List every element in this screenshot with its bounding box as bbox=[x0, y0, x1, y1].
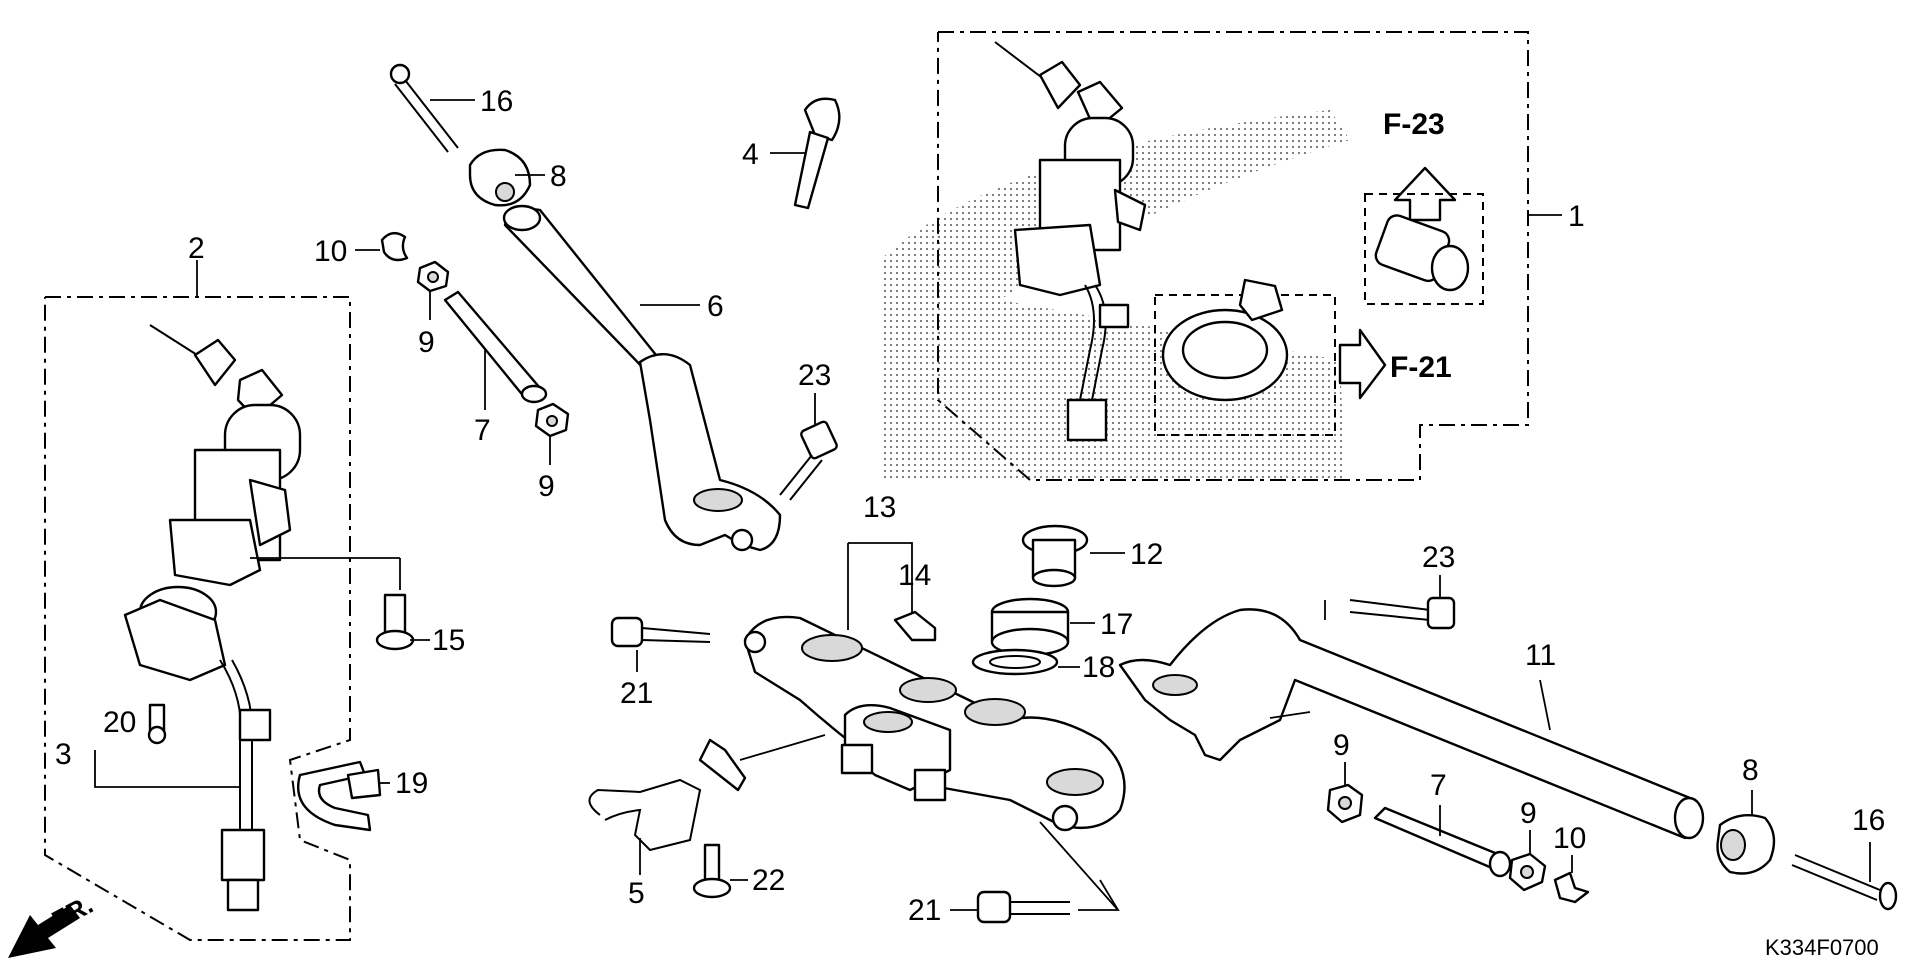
group-box-1 bbox=[937, 31, 1562, 481]
handlebar-6-left bbox=[502, 204, 782, 552]
label-part-17: 17 bbox=[1100, 608, 1133, 641]
bar-end-weight-8-right bbox=[1716, 790, 1776, 875]
label-part-21a: 21 bbox=[620, 677, 653, 710]
label-part-20: 20 bbox=[103, 706, 136, 739]
bolt-23-left bbox=[779, 393, 838, 501]
plate-14 bbox=[893, 610, 937, 642]
cap-12 bbox=[1021, 524, 1125, 588]
bolt-16-right bbox=[1791, 842, 1898, 911]
label-part-10a: 10 bbox=[314, 235, 347, 268]
screw-20 bbox=[147, 703, 167, 745]
bolt-23-right bbox=[1349, 575, 1456, 630]
nut-9-left-a bbox=[416, 260, 450, 320]
key-4 bbox=[770, 97, 841, 210]
label-part-23b: 23 bbox=[1422, 541, 1455, 574]
label-part-9c: 9 bbox=[1333, 729, 1350, 762]
direction-arrow-icon bbox=[8, 905, 80, 958]
ref-label-f21: F-21 bbox=[1390, 351, 1452, 384]
harness-3 bbox=[94, 585, 272, 912]
label-part-2: 2 bbox=[188, 232, 205, 265]
label-part-12: 12 bbox=[1130, 538, 1163, 571]
label-part-15: 15 bbox=[432, 624, 465, 657]
pin-7-left bbox=[443, 290, 548, 410]
label-part-6: 6 bbox=[707, 290, 724, 323]
label-part-14: 14 bbox=[898, 559, 931, 592]
label-part-16a: 16 bbox=[480, 85, 513, 118]
clip-10-left bbox=[355, 232, 409, 262]
label-part-19: 19 bbox=[395, 767, 428, 800]
label-part-18: 18 bbox=[1082, 651, 1115, 684]
label-part-16b: 16 bbox=[1852, 804, 1885, 837]
label-part-1: 1 bbox=[1568, 200, 1585, 233]
washer-18 bbox=[971, 648, 1080, 676]
nut-9-right-a bbox=[1326, 762, 1364, 824]
label-part-22: 22 bbox=[752, 864, 785, 897]
label-part-23a: 23 bbox=[798, 359, 831, 392]
label-part-9a: 9 bbox=[418, 326, 435, 359]
label-part-5: 5 bbox=[628, 877, 645, 910]
label-part-21b: 21 bbox=[908, 894, 941, 927]
nut-17 bbox=[990, 597, 1095, 657]
ref-label-f23: F-23 bbox=[1383, 108, 1445, 141]
label-part-13: 13 bbox=[863, 491, 896, 524]
bolt-21-b bbox=[950, 821, 1121, 924]
group-box-2 bbox=[44, 260, 351, 941]
ref-f23 bbox=[1364, 166, 1484, 305]
bolt-21-a bbox=[610, 616, 711, 672]
bar-end-weight-8-left bbox=[468, 148, 545, 207]
bracket-5 bbox=[588, 734, 826, 875]
label-part-9b: 9 bbox=[538, 470, 555, 503]
screw-15 bbox=[375, 593, 430, 651]
ignition-switch-2 bbox=[149, 324, 401, 590]
label-part-7b: 7 bbox=[1430, 769, 1447, 802]
label-part-8b: 8 bbox=[1742, 754, 1759, 787]
clip-10-right bbox=[1553, 855, 1590, 904]
label-part-9d: 9 bbox=[1520, 797, 1537, 830]
ignition-switch-1 bbox=[994, 41, 1147, 442]
label-part-8a: 8 bbox=[550, 160, 567, 193]
bolt-22 bbox=[692, 843, 748, 899]
label-part-11: 11 bbox=[1525, 639, 1556, 672]
label-part-4: 4 bbox=[742, 138, 759, 171]
top-bridge-13 bbox=[743, 542, 1126, 832]
pin-7-right bbox=[1373, 805, 1512, 878]
nut-9-left-b bbox=[534, 402, 570, 465]
label-part-3: 3 bbox=[55, 738, 72, 771]
label-part-10b: 10 bbox=[1553, 822, 1586, 855]
reference-labels: F-23 F-21 bbox=[1383, 108, 1452, 384]
label-part-7a: 7 bbox=[474, 414, 491, 447]
part-labels: 1 2 3 4 5 6 7 7 8 8 9 9 9 9 10 10 11 12 … bbox=[55, 85, 1885, 927]
ref-f21 bbox=[1154, 278, 1387, 436]
handlebar-11-right bbox=[1118, 600, 1705, 840]
drawing-code: K334F0700 bbox=[1765, 935, 1879, 960]
nut-9-right-b bbox=[1508, 830, 1547, 892]
clamp-19 bbox=[297, 760, 390, 832]
bolt-16-left bbox=[389, 63, 475, 153]
